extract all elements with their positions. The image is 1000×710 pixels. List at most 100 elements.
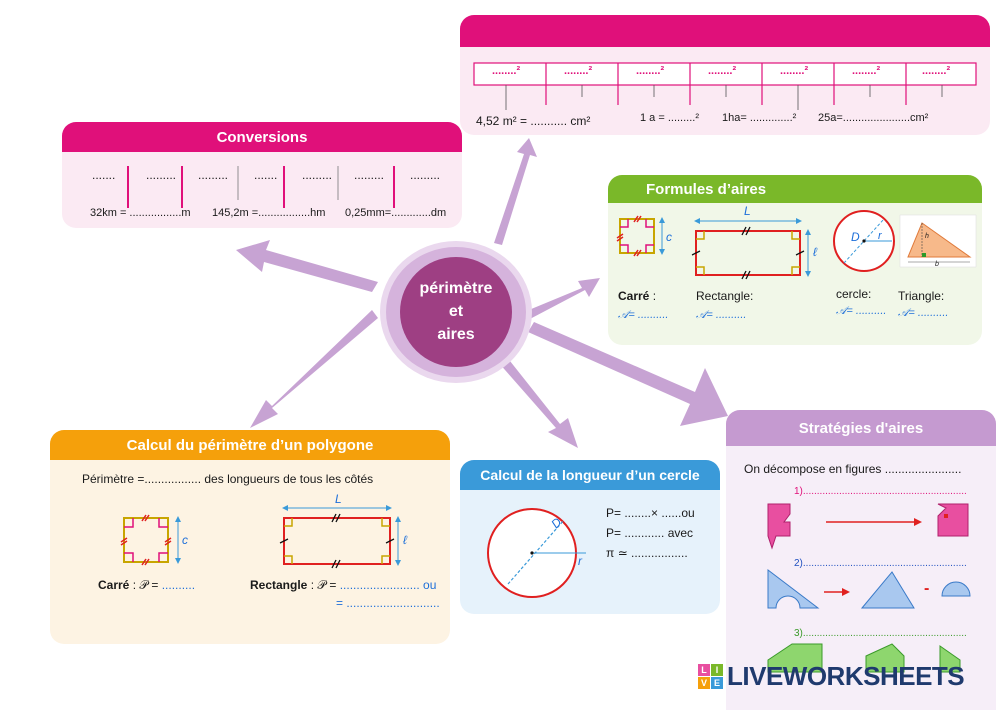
unit-cell-6: ........²	[852, 65, 881, 77]
perimetre-title: Calcul du périmètre d’un polygone	[50, 430, 450, 460]
formules-fig-L: L	[744, 204, 751, 218]
liveworksheets-badge: L I V E	[698, 663, 723, 689]
strategies-step-2: 2)......................................…	[794, 558, 967, 569]
connector-arrows	[236, 138, 728, 448]
perimetre-fig-L: L	[335, 492, 342, 506]
formules-panel: Formules d’aires	[608, 175, 982, 345]
units-panel-header	[460, 15, 990, 47]
strategies-figures	[767, 503, 971, 673]
conv-unit-5: .........	[302, 168, 333, 182]
formules-triangle-formula: 𝒜= ..........	[898, 307, 949, 319]
units-eq-4: 25a=......................cm²	[818, 112, 929, 124]
perimetre-figures	[120, 505, 401, 569]
cercle-title: Calcul de la longueur d’un cercle	[460, 460, 720, 490]
cercle-line-1: P= ........× ......ou	[606, 506, 695, 520]
formules-title: Formules d’aires	[608, 175, 982, 203]
strategies-title: Stratégies d'aires	[726, 410, 996, 446]
arrow-to-perimetre	[250, 310, 378, 428]
badge-letter-e: E	[711, 676, 723, 689]
conv-unit-2: .........	[146, 168, 177, 182]
perimetre-rect-name: Rectangle	[250, 578, 308, 592]
conversions-ruler	[127, 166, 395, 208]
center-title-line1: périmètre	[419, 280, 493, 297]
cercle-line-2: P= ............ avec	[606, 526, 693, 540]
arrow-to-conversions	[236, 240, 378, 292]
arrow-to-strategies	[528, 322, 728, 426]
perimetre-rect-rest: : 𝒫 =	[307, 578, 340, 592]
formules-fig-b: b	[935, 261, 939, 268]
strategies-minus: -	[924, 580, 930, 597]
formules-triangle-label: Triangle:	[898, 289, 945, 303]
perimetre-fig-l: ℓ	[403, 533, 407, 547]
formules-rect-formula: 𝒜= ..........	[696, 309, 747, 321]
badge-letter-i: I	[711, 663, 723, 676]
arrow-to-formules	[524, 278, 600, 320]
perimetre-carre-name: Carré	[98, 578, 130, 592]
strategies-panel: Stratégies d'aires On décompose en figur…	[726, 410, 996, 710]
conv-unit-7: .........	[410, 168, 441, 182]
cercle-fig-r: r	[578, 554, 582, 568]
units-eq-2: 1 a = .........²	[640, 112, 699, 124]
perimetre-carre-dots: ..........	[161, 578, 196, 592]
unit-cell-3: ........²	[636, 65, 665, 77]
formules-fig-h: h	[925, 233, 929, 240]
formules-figures	[616, 210, 977, 280]
formules-fig-c: c	[666, 230, 672, 244]
formules-carre-name: Carré	[618, 289, 650, 303]
units-ruler	[473, 62, 977, 110]
conversions-panel: Conversions ....... ......... ......... …	[62, 122, 462, 228]
formules-cercle-label: cercle:	[836, 287, 872, 301]
formules-carre-colon: :	[649, 289, 657, 303]
perimetre-rect: Rectangle : 𝒫 = ........................…	[250, 578, 436, 593]
perimetre-carre: Carré : 𝒫 = ..........	[98, 578, 195, 593]
perimetre-def-a: Périmètre =	[82, 472, 145, 486]
conv-eq-3: 0,25mm=.............dm	[345, 207, 447, 219]
perimetre-rect-dots: ........................ ou	[339, 578, 437, 592]
strategies-intro: On décompose en figures ................…	[744, 462, 962, 476]
formules-carre-formula: 𝒜= ..........	[618, 309, 669, 321]
conv-unit-1: .......	[92, 168, 116, 182]
perimetre-definition: Périmètre =................. des longueu…	[82, 472, 373, 486]
unit-cell-7: ........²	[922, 65, 951, 77]
arrow-to-units-panel	[494, 138, 537, 245]
units-eq-1: 4,52 m² = ........... cm²	[476, 114, 591, 128]
cercle-panel: Calcul de la longueur d’un cercle D r P=…	[460, 460, 720, 614]
cercle-line-1-text: P= ........× ......ou	[606, 506, 695, 520]
arrow-to-cercle	[498, 356, 578, 448]
conversions-title: Conversions	[62, 122, 462, 152]
units-eq-3: 1ha= ..............²	[722, 112, 797, 124]
center-node: périmètre et aires	[386, 247, 526, 377]
conv-unit-4: .......	[254, 168, 278, 182]
liveworksheets-text: LIVEWORKSHEETS	[727, 660, 965, 691]
unit-cell-4: ........²	[708, 65, 737, 77]
badge-letter-v: V	[698, 676, 710, 689]
perimetre-def-b: des longueurs de tous les côtés	[201, 472, 374, 486]
cercle-line-3-text: π ≃ .................	[606, 546, 688, 560]
formules-fig-r: r	[878, 230, 882, 242]
cercle-line-3: π ≃ .................	[606, 546, 688, 560]
formules-fig-D: D	[851, 230, 860, 244]
formules-cercle-formula: 𝒜= ..........	[836, 305, 887, 317]
perimetre-carre-rest: : 𝒫 =	[129, 578, 162, 592]
formules-carre-label: Carré :	[618, 289, 656, 303]
conv-eq-1: 32km = .................m	[90, 207, 191, 219]
strategies-step-3: 3)......................................…	[794, 628, 967, 639]
liveworksheets-logo[interactable]: L I V E LIVEWORKSHEETS	[698, 660, 998, 692]
strategies-step-1: 1)......................................…	[794, 486, 967, 497]
center-title-line2: et	[448, 303, 464, 320]
unit-cell-5: ........²	[780, 65, 809, 77]
perimetre-panel: Calcul du périmètre d’un polygone Périmè…	[50, 430, 450, 644]
cercle-figure	[487, 508, 586, 598]
cercle-line-2-text: P= ............ avec	[606, 526, 694, 540]
badge-letter-l: L	[698, 663, 710, 676]
unit-cell-1: ........²	[492, 65, 521, 77]
formules-rect-label: Rectangle:	[696, 289, 754, 303]
conv-eq-2: 145,2m =.................hm	[212, 207, 326, 219]
perimetre-fig-c: c	[182, 533, 188, 547]
units-panel: ........² ........² ........² ........² …	[460, 15, 990, 135]
unit-cell-2: ........²	[564, 65, 593, 77]
center-title-line3: aires	[437, 326, 475, 343]
formules-fig-l: ℓ	[813, 245, 817, 259]
perimetre-rect-line2: = ............................	[336, 596, 440, 610]
conv-unit-6: .........	[354, 168, 385, 182]
